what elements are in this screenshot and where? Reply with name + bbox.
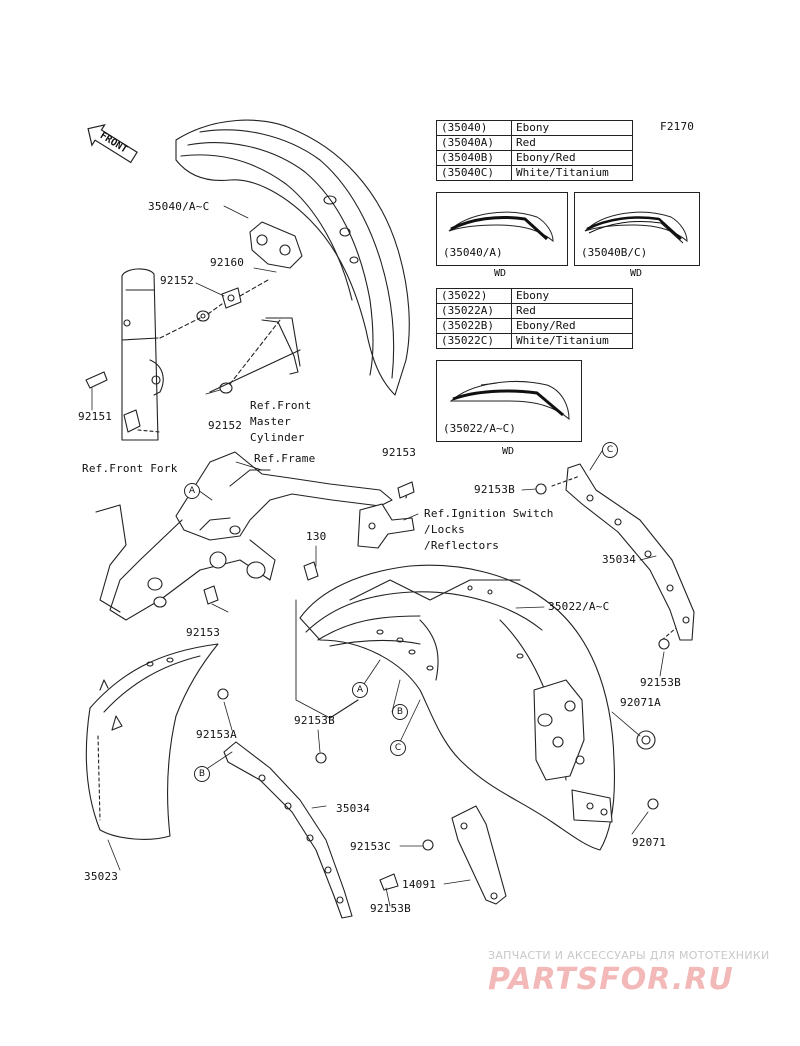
part-number-cell: (35022) (436, 288, 512, 304)
callout-b: B (194, 766, 210, 782)
part-label-92153b: 92153B (474, 483, 515, 496)
color-table-row: (35022A) Red (436, 303, 633, 319)
part-label-35040: 35040/A~C (148, 200, 210, 213)
tail-bracket-drawing (451, 805, 507, 905)
callout-c: C (390, 740, 406, 756)
part-number-cell: (35022A) (436, 303, 512, 319)
frame-drawing (95, 451, 393, 621)
color-cell: Ebony (511, 288, 633, 304)
part-label-92153b: 92153B (370, 902, 411, 915)
part-label-35034: 35034 (602, 553, 637, 566)
small-hardware (203, 481, 670, 891)
variant-note: WD (630, 268, 643, 279)
rear-fender-drawing (295, 564, 616, 851)
ref-label-front-fork: Ref.Front Fork (82, 462, 178, 475)
part-label-92153b: 92153B (640, 676, 681, 689)
watermark-subtitle: ЗАПЧАСТИ И АКСЕССУАРЫ ДЛЯ МОТОТЕХНИКИ (488, 949, 770, 962)
rear-strut-right-drawing (551, 463, 695, 641)
callout-b: B (392, 704, 408, 720)
ref-label-front-master-cylinder: Ref.Front Master Cylinder (250, 399, 312, 444)
part-label-92153b: 92153B (294, 714, 335, 727)
part-label-14091: 14091 (402, 878, 437, 891)
part-label-92153: 92153 (382, 446, 417, 459)
part-number-cell: (35022C) (436, 333, 512, 349)
color-table-row: (35040A) Red (436, 135, 633, 151)
part-label-92071: 92071 (632, 836, 667, 849)
hardware-front (85, 279, 301, 394)
callout-a: A (184, 483, 200, 499)
color-table-35040: (35040) Ebony (35040A) Red (35040B) Ebon… (436, 120, 633, 181)
variant-box-35040-a: (35040/A) (436, 192, 568, 266)
color-table-row: (35022B) Ebony/Red (436, 318, 633, 334)
part-label-92151: 92151 (78, 410, 113, 423)
color-table-35022: (35022) Ebony (35022A) Red (35022B) Ebon… (436, 288, 633, 349)
color-table-row: (35022) Ebony (436, 288, 633, 304)
ref-label-frame: Ref.Frame (254, 452, 316, 465)
part-number-cell: (35040B) (436, 150, 512, 166)
part-number-cell: (35040C) (436, 165, 512, 181)
part-label-92152: 92152 (208, 419, 243, 432)
rear-strut-left-drawing (223, 741, 353, 919)
front-fender-drawing (175, 119, 410, 396)
color-cell: White/Titanium (511, 165, 633, 181)
variant-label: (35040B/C) (581, 246, 648, 259)
variant-box-35022: (35022/A~C) (436, 360, 582, 442)
part-label-35023: 35023 (84, 870, 119, 883)
arrow-icon (87, 123, 138, 164)
variant-note: WD (494, 268, 507, 279)
inner-fender-drawing (85, 643, 219, 840)
color-cell: Red (511, 303, 633, 319)
color-cell: White/Titanium (511, 333, 633, 349)
ref-label-ignition-switch: Ref.Ignition Switch /Locks /Reflectors (424, 507, 554, 552)
part-label-35034: 35034 (336, 802, 371, 815)
fender-stripe-illustration (584, 211, 688, 244)
front-fork-drawing (121, 268, 164, 441)
fender-stripe-illustration (448, 211, 554, 243)
callout-c: C (602, 442, 618, 458)
part-label-92160: 92160 (210, 256, 245, 269)
part-label-92153c: 92153C (350, 840, 391, 853)
part-label-92153: 92153 (186, 626, 221, 639)
part-number-cell: (35040A) (436, 135, 512, 151)
callout-a: A (352, 682, 368, 698)
variant-label: (35040/A) (443, 246, 503, 259)
variant-box-35040-bc: (35040B/C) (574, 192, 700, 266)
fender-stripe-illustration (449, 381, 570, 421)
part-label-35022: 35022/A~C (548, 600, 610, 613)
part-label-130: 130 (306, 530, 327, 543)
color-table-row: (35022C) White/Titanium (436, 333, 633, 349)
color-cell: Ebony/Red (511, 150, 633, 166)
color-table-row: (35040) Ebony (436, 120, 633, 136)
front-direction-arrow: FRONT (78, 115, 143, 171)
color-cell: Ebony (511, 120, 633, 136)
color-table-row: (35040B) Ebony/Red (436, 150, 633, 166)
color-cell: Ebony/Red (511, 318, 633, 334)
part-label-92153a: 92153A (196, 728, 237, 741)
part-label-92071a: 92071A (620, 696, 661, 709)
figure-code: F2170 (660, 120, 695, 133)
part-number-cell: (35022B) (436, 318, 512, 334)
watermark-logo: PARTSFOR.RU (488, 962, 734, 997)
variant-label: (35022/A~C) (443, 422, 516, 435)
color-cell: Red (511, 135, 633, 151)
color-table-row: (35040C) White/Titanium (436, 165, 633, 181)
variant-note: WD (502, 446, 515, 457)
part-number-cell: (35040) (436, 120, 512, 136)
part-label-92152: 92152 (160, 274, 195, 287)
